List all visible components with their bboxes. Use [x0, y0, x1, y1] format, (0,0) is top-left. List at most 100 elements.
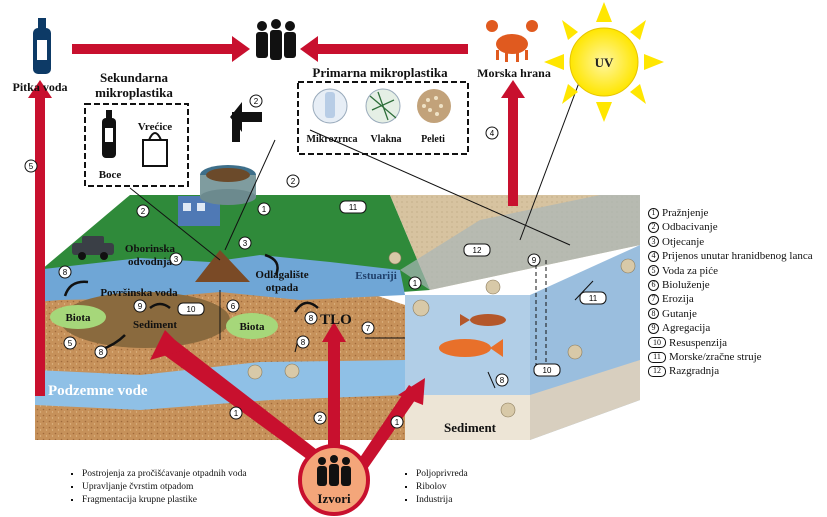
black-bent-arrow — [230, 102, 262, 142]
legend-number: 2 — [648, 222, 659, 234]
svg-text:1: 1 — [395, 418, 400, 427]
sources-list-right: PoljoprivredaRibolovIndustrija — [404, 468, 468, 507]
label-biota-1: Biota — [65, 312, 91, 324]
source-item: Ribolov — [416, 481, 468, 494]
red-arrows — [28, 36, 525, 472]
sea-floor-side — [530, 360, 640, 440]
flow-lines — [129, 79, 594, 389]
svg-text:1: 1 — [413, 279, 418, 288]
badge-11-b: 11 — [579, 291, 607, 305]
badge-2-d: 2 — [313, 411, 327, 425]
svg-text:8: 8 — [63, 268, 68, 277]
svg-text:2: 2 — [291, 177, 296, 186]
sea-floor-sediment — [405, 395, 530, 440]
label-biota-2: Biota — [239, 321, 265, 333]
legend-text: Resuspenzija — [669, 336, 728, 349]
badge-10-b: 10 — [533, 363, 561, 377]
label-povrsinska: Površinska voda — [100, 287, 178, 299]
number-badges: 2 4 5 2 2 1 3 3 8 1 9 6 8 7 5 8 8 9 8 1 … — [24, 94, 607, 429]
svg-text:8: 8 — [99, 348, 104, 357]
label-sediment-2: Sediment — [444, 420, 497, 435]
legend-text: Razgradnja — [669, 365, 720, 378]
legend-number: 8 — [648, 308, 659, 320]
fish-icon-small — [460, 314, 506, 326]
svg-text:5: 5 — [29, 162, 34, 171]
svg-text:11: 11 — [349, 203, 358, 212]
label-izvori: Izvori — [317, 491, 351, 506]
primary-items — [312, 88, 451, 124]
legend-text: Morske/zračne struje — [669, 350, 762, 363]
svg-text:7: 7 — [366, 324, 371, 333]
label-odvodnja: odvodnja — [128, 256, 173, 268]
badge-8-b: 8 — [304, 311, 318, 325]
label-mikroplastika-sek: mikroplastika — [95, 85, 173, 100]
badge-5-top: 5 — [24, 159, 38, 173]
bag-icon — [142, 132, 168, 167]
source-item: Upravljanje čvrstim otpadom — [82, 481, 247, 494]
diagram-labels: Pitka voda Morska hrana Sekundarna mikro… — [12, 65, 550, 435]
label-oborinska: Oborinska — [125, 243, 176, 255]
badge-11-a: 11 — [339, 200, 367, 214]
badge-9-b: 9 — [527, 253, 541, 267]
source-item: Poljoprivreda — [416, 468, 468, 481]
sources-list-left: Postrojenja za pročišćavanje otpadnih vo… — [70, 468, 247, 507]
treatment-plant-icon — [178, 165, 256, 226]
legend-text: Pražnjenje — [662, 207, 709, 219]
svg-text:1: 1 — [234, 409, 239, 418]
uv-label: UV — [595, 55, 614, 70]
badge-8-e: 8 — [495, 373, 509, 387]
people-icon-top — [256, 19, 296, 60]
primary-microplastic-box — [297, 81, 469, 155]
legend-number: 12 — [648, 365, 666, 377]
drinking-water-bottle-icon — [33, 18, 51, 74]
badge-3-a: 3 — [238, 236, 252, 250]
arrow-izvori-right — [355, 385, 420, 472]
label-mikrozrnca: Mikrozrnca — [307, 134, 358, 145]
badge-1-c: 1 — [229, 406, 243, 420]
legend-text: Odbacivanje — [662, 221, 718, 234]
label-morska-hrana: Morska hrana — [477, 66, 551, 80]
legend-text: Gutanje — [662, 307, 697, 320]
legend-number: 6 — [648, 279, 659, 291]
svg-text:11: 11 — [589, 294, 598, 303]
svg-text:8: 8 — [500, 376, 505, 385]
sea-block — [390, 195, 640, 440]
legend-number: 4 — [648, 250, 659, 262]
source-item: Postrojenja za pročišćavanje otpadnih vo… — [82, 468, 247, 481]
label-sekundarna: Sekundarna — [100, 70, 168, 85]
svg-text:3: 3 — [243, 239, 248, 248]
badge-1-d: 1 — [390, 415, 404, 429]
label-podzemne: Podzemne vode — [48, 383, 148, 399]
badge-6: 6 — [226, 299, 240, 313]
car-icon — [72, 236, 114, 260]
arrow-izvori-left — [160, 340, 330, 470]
label-boce: Boce — [99, 169, 122, 181]
uv-sun-icon — [544, 2, 664, 122]
bottle-icon-secondary — [102, 110, 116, 158]
secondary-microplastic-box — [84, 103, 189, 187]
svg-text:10: 10 — [543, 366, 552, 375]
label-vrecice: Vrećice — [138, 121, 173, 133]
label-vlakna: Vlakna — [370, 134, 401, 145]
svg-text:3: 3 — [174, 255, 179, 264]
label-sediment-1: Sediment — [133, 319, 177, 331]
svg-text:10: 10 — [187, 305, 196, 314]
label-otpada: otpada — [266, 282, 299, 294]
svg-text:2: 2 — [318, 414, 323, 423]
legend-text: Voda za piće — [662, 264, 718, 277]
svg-text:5: 5 — [68, 339, 73, 348]
label-odlagaliste: Odlagalište — [255, 269, 308, 281]
svg-text:2: 2 — [141, 207, 146, 216]
source-item: Industrija — [416, 494, 468, 507]
badge-10-a: 10 — [177, 302, 205, 316]
legend-text: Otjecanje — [662, 235, 705, 248]
badge-2-c: 2 — [136, 204, 150, 218]
